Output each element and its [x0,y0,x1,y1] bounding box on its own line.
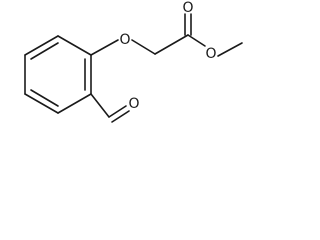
benzene-ring [24,35,92,114]
ring-bond-1 [24,35,59,56]
atom-label-carbonyl-oxygen: O [182,0,193,16]
atom-label-ether-oxygen: O [119,32,130,48]
atom-label-aldehyde-oxygen: O [128,96,139,112]
ring-bond-2 [57,35,92,56]
bond-carbonyl-carbon-to-ester-oxygen [187,34,206,47]
bond-ch2-to-carbonyl-carbon [154,34,189,55]
bond-aldehyde-double-2 [111,110,130,123]
bond-ester-oxygen-to-methyl [217,42,243,57]
bond-ring-to-aldehyde-carbon [90,93,110,118]
ring-double-bond-inner-3 [30,89,59,107]
ring-double-bond-inner-1 [30,42,59,60]
ring-bond-5 [24,93,59,114]
chemical-structure: O O O O [24,0,243,123]
atom-label-ester-oxygen: O [205,46,216,62]
bond-ring-to-ether-oxygen [90,39,119,56]
ring-bond-4 [57,93,92,114]
bond-ether-oxygen-to-ch2 [131,39,156,55]
bond-aldehyde-double-1 [108,105,127,118]
